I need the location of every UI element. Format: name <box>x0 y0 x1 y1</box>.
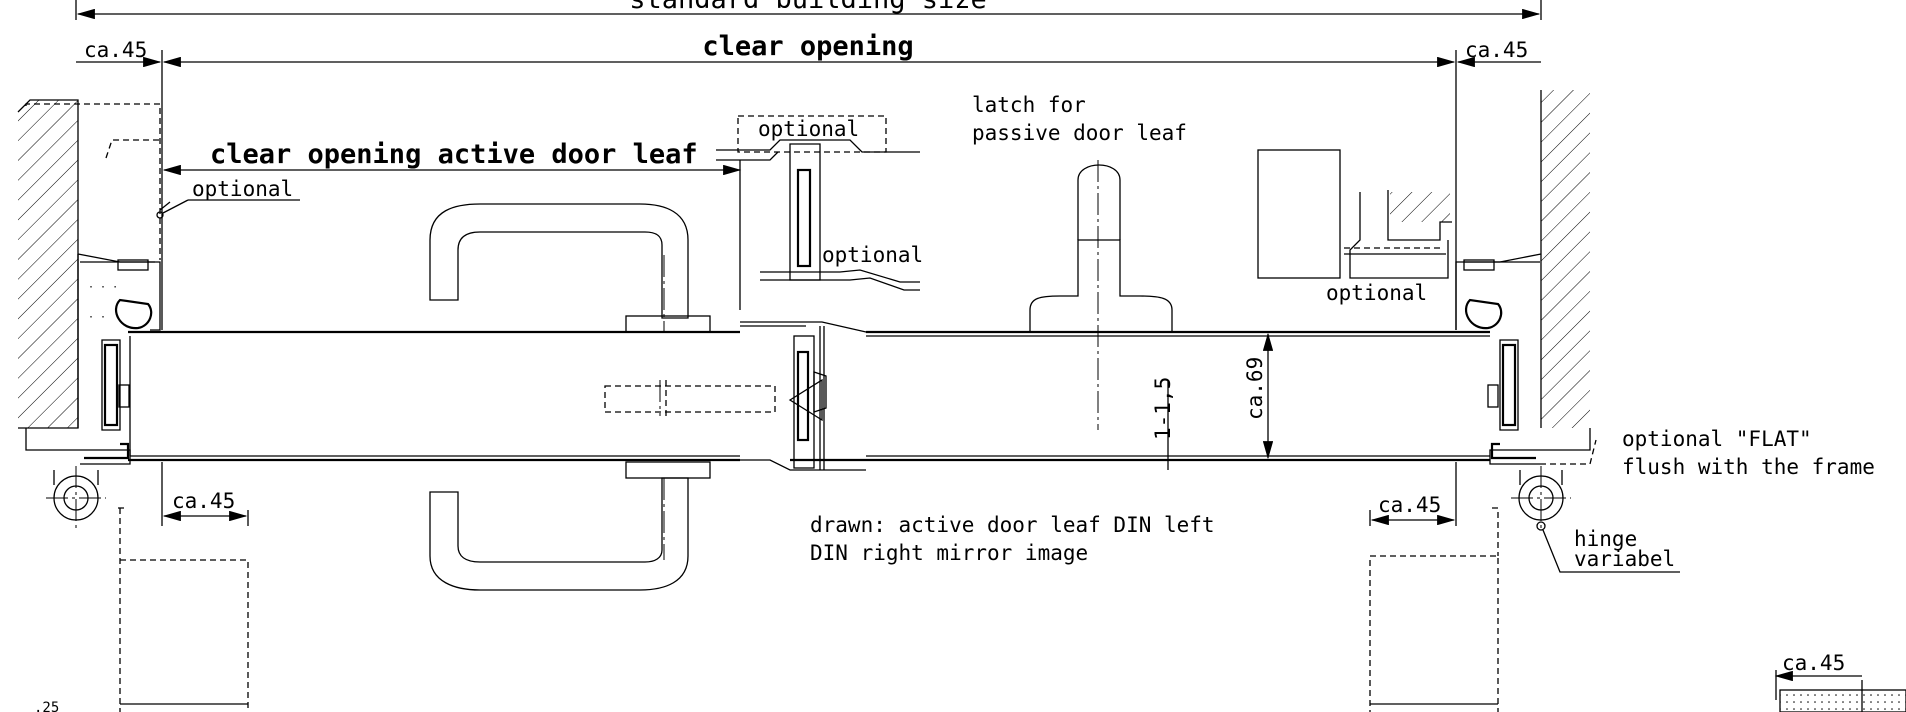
clear-opening-label: clear opening <box>702 31 913 62</box>
ca45-bottom-left-label: ca.45 <box>172 489 235 513</box>
drawn-note-line2: DIN right mirror image <box>810 541 1088 565</box>
hinge-label-line1: hinge <box>1574 527 1637 551</box>
optional-flat-line1: optional "FLAT" <box>1622 427 1812 451</box>
center-optional-profile: optional optional <box>716 115 923 291</box>
optional-center-label: optional <box>822 243 923 267</box>
ca45-corner-label: ca.45 <box>1782 651 1845 675</box>
latch-passive-leaf: latch for passive door leaf <box>972 93 1187 430</box>
left-wall: · · · · · <box>17 99 171 465</box>
standard-building-size-label: standard building size <box>629 0 987 15</box>
right-wall <box>1455 90 1597 465</box>
optional-left-callout: optional <box>162 177 300 214</box>
dim-clear-opening-active-leaf: clear opening active door leaf <box>162 139 742 310</box>
dim-ca69: ca.69 <box>1243 332 1274 460</box>
door-leaf-section <box>128 321 1490 471</box>
latch-label-line1: latch for <box>972 93 1086 117</box>
dim-ca69-label: ca.69 <box>1243 357 1267 420</box>
dim-ca45-top-left: ca.45 <box>76 38 162 68</box>
dim-ca45-top-right: ca.45 <box>1456 38 1541 68</box>
right-floor-dashed <box>1369 507 1499 712</box>
left-floor-dashed <box>118 507 249 712</box>
optional-flat-callout: optional "FLAT" flush with the frame <box>1622 427 1875 479</box>
dim-ca45-bottom-left: ca.45 <box>161 462 249 526</box>
optional-right-label: optional <box>1326 281 1427 305</box>
bolt-dashed <box>604 380 776 416</box>
dim-standard-building-size: standard building size <box>75 0 1542 20</box>
ca45-top-left-label: ca.45 <box>84 38 147 62</box>
dim-ca45-bottom-right: ca.45 <box>1369 462 1457 526</box>
door-handle-top <box>429 203 711 333</box>
corner-fragment: .25 <box>34 700 59 712</box>
ca45-top-right-label: ca.45 <box>1465 38 1528 62</box>
optional-flat-line2: flush with the frame <box>1622 455 1875 479</box>
door-handle-bottom <box>429 461 711 591</box>
clear-opening-active-leaf-label: clear opening active door leaf <box>210 139 698 170</box>
svg-text:· ·: · · <box>88 312 106 323</box>
svg-text:· · ·: · · · <box>88 282 118 293</box>
corner-detail: ca.45 <box>1774 651 1906 712</box>
ca45-bottom-right-label: ca.45 <box>1378 493 1441 517</box>
optional-left-label: optional <box>192 177 293 201</box>
right-hinge: hinge variabel <box>1511 466 1680 573</box>
dim-clear-opening: clear opening <box>161 31 1457 330</box>
left-hinge <box>46 466 106 530</box>
drawn-note: drawn: active door leaf DIN left DIN rig… <box>810 513 1215 565</box>
optional-center-top-label: optional <box>758 117 859 141</box>
drawn-note-line1: drawn: active door leaf DIN left <box>810 513 1215 537</box>
right-optional-profile: optional <box>1257 149 1452 305</box>
hinge-label-line2: variabel <box>1574 547 1675 571</box>
dim-1-1-5-label: 1-1,5 <box>1151 377 1175 440</box>
dim-1-1-5: 1-1,5 <box>1151 377 1176 470</box>
latch-label-line2: passive door leaf <box>972 121 1187 145</box>
